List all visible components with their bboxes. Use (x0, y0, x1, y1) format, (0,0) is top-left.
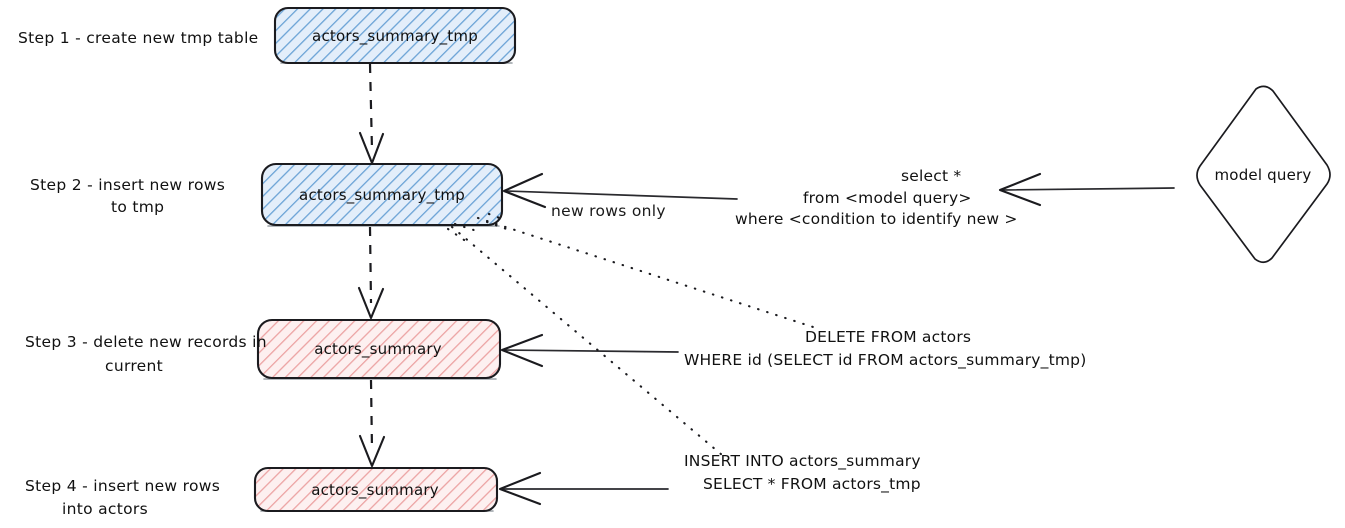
connector-delete-sql (500, 333, 679, 368)
node-model-query-label: model query (1215, 166, 1312, 184)
node-model-query-shape (1196, 85, 1331, 264)
connector-new-rows-only (502, 172, 738, 209)
connector-step2-delete-dotted-tick-a (487, 212, 507, 222)
annotation-model-query-sql-line-3: where <condition to identify new > (735, 210, 1018, 228)
annotation-delete-sql-line-2: WHERE id (SELECT id FROM actors_summary_… (684, 351, 1086, 370)
node-model-query[interactable]: model query (1196, 85, 1331, 264)
annotation-model-query-sql-line-1: select * (901, 167, 961, 185)
flow-arrow-step3-step4 (358, 379, 386, 468)
node-step-2-fill (262, 164, 502, 225)
connector-new-rows-only-head (502, 172, 547, 209)
connector-insert-sql-head (498, 471, 542, 506)
annotation-model-query-sql-line-2: from <model query> (803, 189, 972, 207)
node-step-4-fill (255, 468, 497, 511)
flow-arrow-step2-step3 (357, 226, 385, 320)
connector-step2-delete-dotted (476, 212, 815, 329)
annotation-model-query-sql: select * from <model query> where <condi… (735, 167, 1018, 228)
connector-insert-sql (498, 471, 669, 506)
annotation-insert-sql-line-1: INSERT INTO actors_summary (684, 452, 921, 471)
flow-arrow-step3-step4-head (358, 434, 386, 468)
step-3-caption: Step 3 - delete new records in current (25, 333, 267, 375)
annotation-delete-sql: DELETE FROM actors WHERE id (SELECT id F… (684, 328, 1086, 370)
node-step-3-label: actors_summary (314, 340, 442, 359)
connector-model-query (998, 172, 1175, 207)
annotation-insert-sql: INSERT INTO actors_summary SELECT * FROM… (684, 452, 921, 494)
node-step-4-label: actors_summary (311, 481, 439, 500)
step-4-caption-line-1: Step 4 - insert new rows (25, 477, 220, 495)
connector-step2-delete-dotted-line (476, 216, 815, 329)
connector-step2-insert-dotted-line (450, 225, 724, 457)
step-4-caption: Step 4 - insert new rows into actors (25, 477, 220, 518)
step-3-caption-line-2: current (105, 357, 163, 375)
node-step-2-label: actors_summary_tmp (299, 186, 465, 205)
step-4-caption-line-2: into actors (62, 500, 148, 518)
flow-arrow-step2-step3-line (368, 226, 373, 304)
annotation-delete-sql-line-1: DELETE FROM actors (805, 328, 971, 346)
step-1-caption: Step 1 - create new tmp table (18, 29, 259, 47)
flow-arrow-step2-step3-head (357, 286, 385, 320)
connector-new-rows-only-line (505, 190, 738, 200)
step-2-caption-line-1: Step 2 - insert new rows (30, 176, 225, 194)
node-step-4[interactable]: actors_summary (253, 466, 499, 513)
step-1-caption-line-1: Step 1 - create new tmp table (18, 29, 259, 47)
flow-arrow-step3-step4-line (369, 379, 374, 451)
connector-model-query-head (998, 172, 1042, 207)
node-step-3-outline (256, 318, 502, 380)
node-step-3[interactable]: actors_summary (256, 318, 502, 380)
connector-step2-insert-dotted (446, 222, 724, 457)
node-step-2-outline (260, 162, 504, 227)
connector-model-query-line (1001, 187, 1175, 191)
flow-arrow-step1-step2-line (368, 63, 374, 151)
node-step-1[interactable]: actors_summary_tmp (273, 6, 517, 65)
connector-delete-sql-head (500, 333, 544, 368)
node-step-3-fill (258, 320, 500, 378)
node-step-1-outline (273, 6, 517, 65)
step-2-caption: Step 2 - insert new rows to tmp (30, 176, 225, 216)
connector-step2-insert-dotted-tick-b (446, 227, 472, 246)
node-step-4-outline (253, 466, 499, 513)
node-step-2[interactable]: actors_summary_tmp (260, 162, 504, 227)
annotation-new-rows-only: new rows only (551, 202, 666, 220)
node-step-1-label: actors_summary_tmp (312, 27, 478, 46)
flow-arrow-step1-step2 (358, 63, 385, 165)
connector-delete-sql-line (503, 349, 679, 353)
node-step-1-fill (275, 8, 515, 63)
annotation-insert-sql-line-2: SELECT * FROM actors_tmp (703, 475, 921, 494)
step-2-caption-line-2: to tmp (111, 198, 164, 216)
step-3-caption-line-1: Step 3 - delete new records in (25, 333, 267, 351)
